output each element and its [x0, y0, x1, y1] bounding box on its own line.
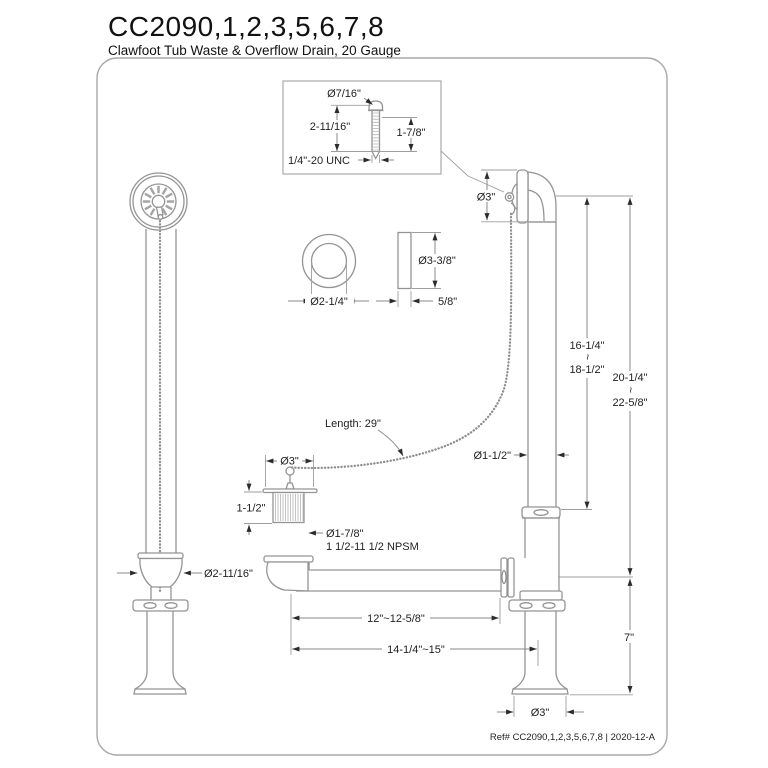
overflow-side-view: Ø3" Ø1-1/2"	[473, 169, 569, 695]
dim-overflow-height-max: 18-1/2"	[569, 364, 604, 376]
chain-length-leader	[377, 429, 404, 457]
dim-screw-overall-length: 2-11/16"	[310, 121, 350, 133]
floor-flange-front	[132, 599, 189, 612]
dim-overall-height-min: 20-1/4"	[612, 372, 647, 384]
overflow-plate-spokes	[141, 185, 176, 219]
shoe-flange	[137, 552, 184, 560]
sheet-border	[96, 57, 668, 756]
dim-base-dia: Ø3"	[531, 707, 550, 719]
washer-inner-circle	[310, 242, 348, 280]
inset-leader-line	[440, 150, 505, 193]
dim-overflow-height-min: 16-1/4"	[569, 340, 604, 352]
dim-overall-height-max: 22-5/8"	[612, 397, 647, 409]
waste-elbow	[266, 561, 309, 592]
dim-screw-thread-length: 1-7/8"	[397, 127, 426, 139]
slip-nut	[521, 506, 561, 519]
floor-flange-side	[508, 599, 566, 612]
screw-tip	[371, 151, 381, 160]
waste-arm-assembly: 12"~12-5/8" 14-1/4"~15"	[263, 555, 539, 666]
dim-plug-thread-dia: Ø1-7/8"	[326, 528, 364, 540]
chain-pivot-ring	[504, 192, 515, 202]
waste-elbow-flange	[263, 555, 314, 563]
dim-shoe-coupling-dia: Ø2-11/16"	[204, 568, 253, 580]
chain-hanger	[155, 206, 164, 216]
tee-collar	[519, 590, 563, 601]
range-tilde-1: ~	[581, 354, 593, 360]
inset-screw-detail: Ø7/16" 2-11/16" 1-7/8" 1/4"-20 UNC	[282, 80, 505, 193]
chain-length-label: Length: 29"	[325, 418, 381, 430]
dim-washer-thickness: 5/8"	[438, 296, 457, 308]
washer-side-profile	[397, 231, 412, 290]
dim-overflow-tube-dia: Ø1-1/2"	[473, 450, 511, 462]
dim-waste-arm-length: 12"~12-5/8"	[367, 613, 425, 625]
drain-plug-detail: Ø3" 1-1/2" Ø1-7/8" 1 1/2-11 1/2 NPSM Len…	[237, 210, 513, 553]
product-subtitle: Clawfoot Tub Waste & Overflow Drain, 20 …	[108, 43, 401, 58]
trumpet-base-front	[133, 671, 187, 695]
dim-plug-thread-spec: 1 1/2-11 1/2 NPSM	[326, 541, 419, 553]
dim-overall-arm-length: 14-1/4"~15"	[387, 644, 445, 656]
chain-hook	[510, 202, 516, 216]
product-model: CC2090,1,2,3,5,6,7,8	[108, 11, 385, 42]
dim-screw-head-dia: Ø7/16"	[327, 88, 361, 100]
overflow-plate-hub	[151, 194, 166, 209]
dim-center-to-floor: 7"	[624, 632, 634, 644]
dim-washer-outer-dia: Ø3-3/8"	[418, 255, 456, 267]
title-block: CC2090,1,2,3,5,6,7,8 Clawfoot Tub Waste …	[108, 12, 401, 59]
washer-front-view: Ø2-1/4"	[288, 233, 369, 308]
dim-plug-body-height: 1-1/2"	[237, 503, 266, 515]
range-tilde-2: ~	[624, 387, 636, 393]
chain-side	[290, 210, 513, 470]
washer-outer-circle	[301, 233, 357, 289]
shoe-coupling-nut	[139, 557, 183, 588]
overflow-elbow	[527, 171, 557, 223]
washer-side-view: Ø3-3/8" 5/8"	[376, 231, 461, 308]
trumpet-base-side	[511, 671, 569, 695]
overflow-plate-side	[516, 169, 529, 224]
screw-threads	[372, 112, 380, 151]
dim-washer-inner-dia: Ø2-1/4"	[310, 296, 348, 308]
dim-screw-thread-spec: 1/4"-20 UNC	[288, 155, 350, 167]
dim-overflow-plate-dia: Ø3"	[477, 192, 496, 204]
branch-coupling	[500, 557, 508, 598]
overflow-front-view: Ø2-11/16"	[117, 172, 253, 695]
reference-number: Ref# CC2090,1,2,3,5,6,7,8 | 2020-12-A	[489, 732, 655, 743]
dim-plug-cap-dia: Ø3"	[280, 456, 299, 468]
height-dimensions: 16-1/4" ~ 18-1/2" 20-1/4" ~ 22-5/8" 7" Ø…	[497, 195, 651, 719]
